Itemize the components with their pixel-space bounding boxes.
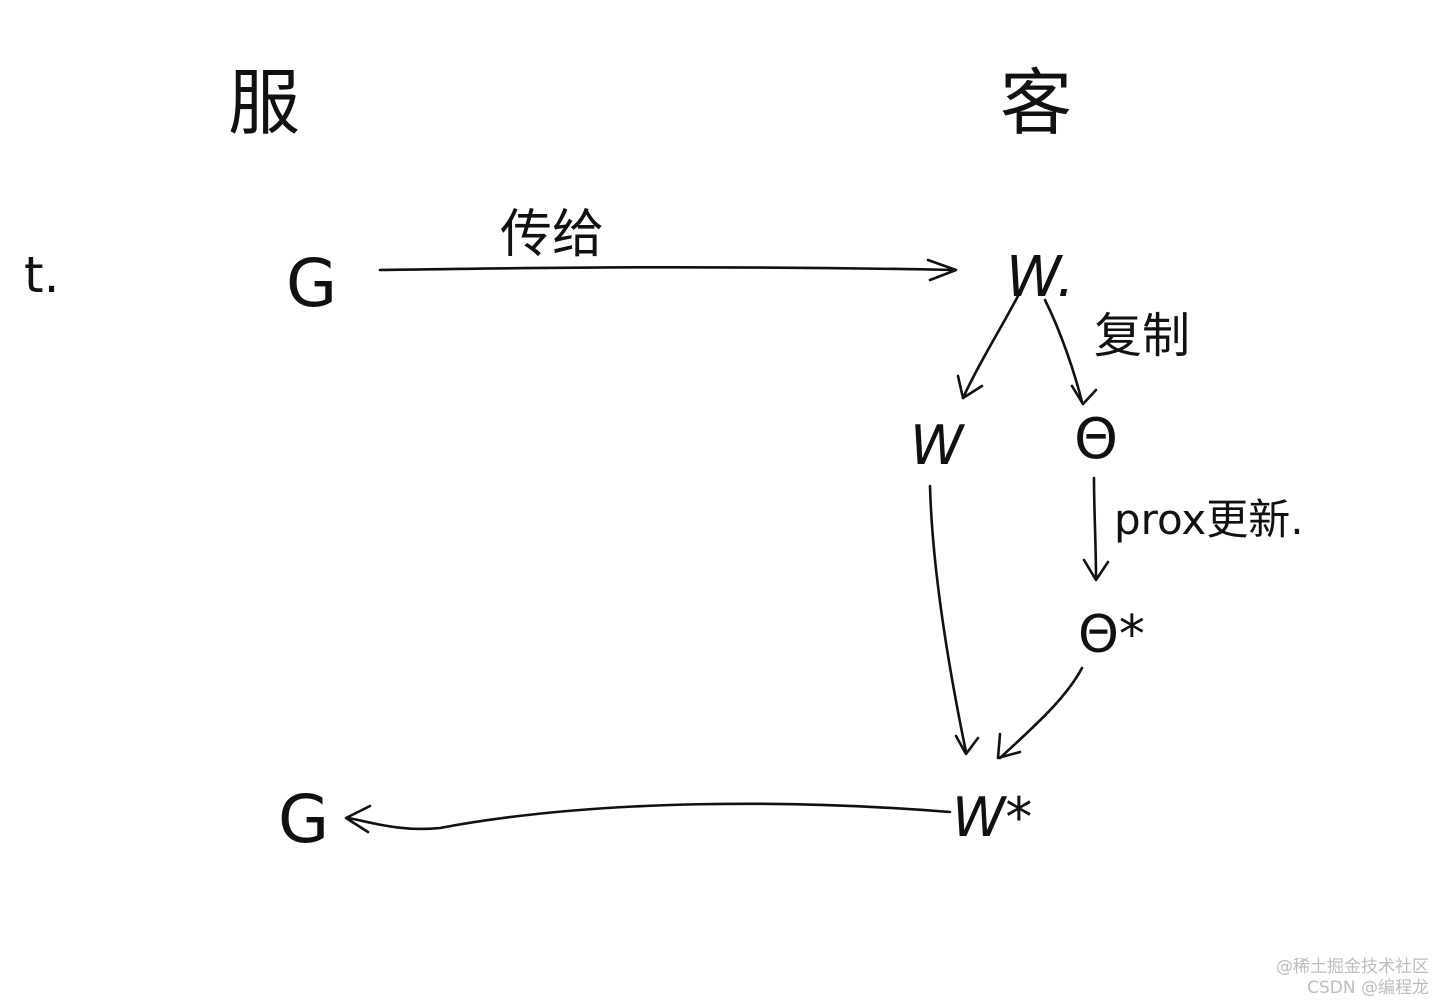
thetastar-to-wstar-arrowhead <box>996 732 1022 760</box>
copy-arrow-left <box>961 294 1020 400</box>
proxy-update-label: prox更新. <box>1114 495 1304 544</box>
watermark-line-1: @稀土掘金技术社区 <box>1276 957 1429 977</box>
watermark-line-2: CSDN @编程龙 <box>1307 978 1429 998</box>
proxy-update-arrow <box>1092 476 1098 580</box>
w-to-wstar-arrow <box>928 484 968 754</box>
copy-arrowhead-right <box>1070 384 1098 406</box>
copy-arrow-right <box>1043 298 1084 404</box>
transfer-arrowhead <box>926 258 958 282</box>
g-send-node: G <box>286 245 337 322</box>
client-label: 客 <box>1000 61 1072 145</box>
w-copy-node: W <box>910 414 966 477</box>
return-arrowhead <box>344 804 372 834</box>
theta-star-node: Θ* <box>1078 605 1145 665</box>
w-to-wstar-arrowhead <box>954 734 980 756</box>
thetastar-to-wstar-arrow <box>998 666 1084 760</box>
copy-label: 复制 <box>1094 308 1190 364</box>
transfer-label: 传给 <box>500 205 604 265</box>
copy-arrowhead-left <box>956 374 984 400</box>
w-star-node: W* <box>952 786 1032 849</box>
transfer-arrow <box>378 265 957 272</box>
theta-node: Θ <box>1074 407 1118 472</box>
g-return-node: G <box>278 781 329 858</box>
server-label: 服 <box>228 61 300 145</box>
proxy-update-arrowhead <box>1082 558 1110 582</box>
time-label: t. <box>24 246 60 304</box>
return-arrow <box>346 802 952 831</box>
